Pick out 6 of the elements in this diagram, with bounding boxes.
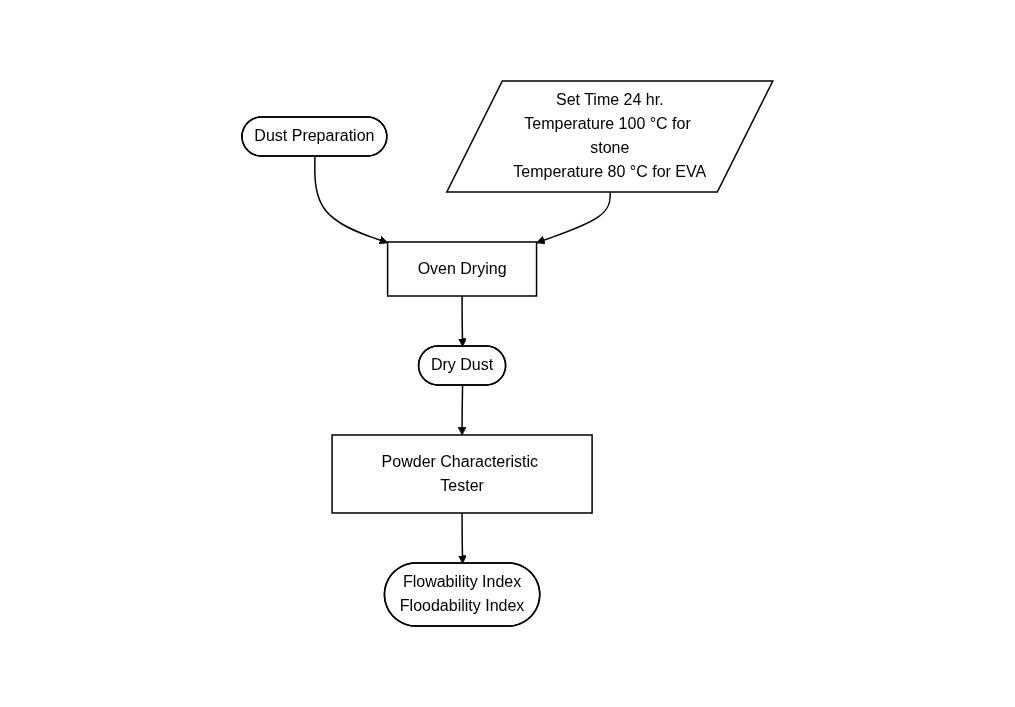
node-box: Oven Drying [387,241,538,297]
arrow [457,384,467,436]
arrow [314,155,389,245]
arrow [458,512,467,564]
node-box: Powder Characteristic Tester [331,434,593,514]
arrow [458,295,467,347]
